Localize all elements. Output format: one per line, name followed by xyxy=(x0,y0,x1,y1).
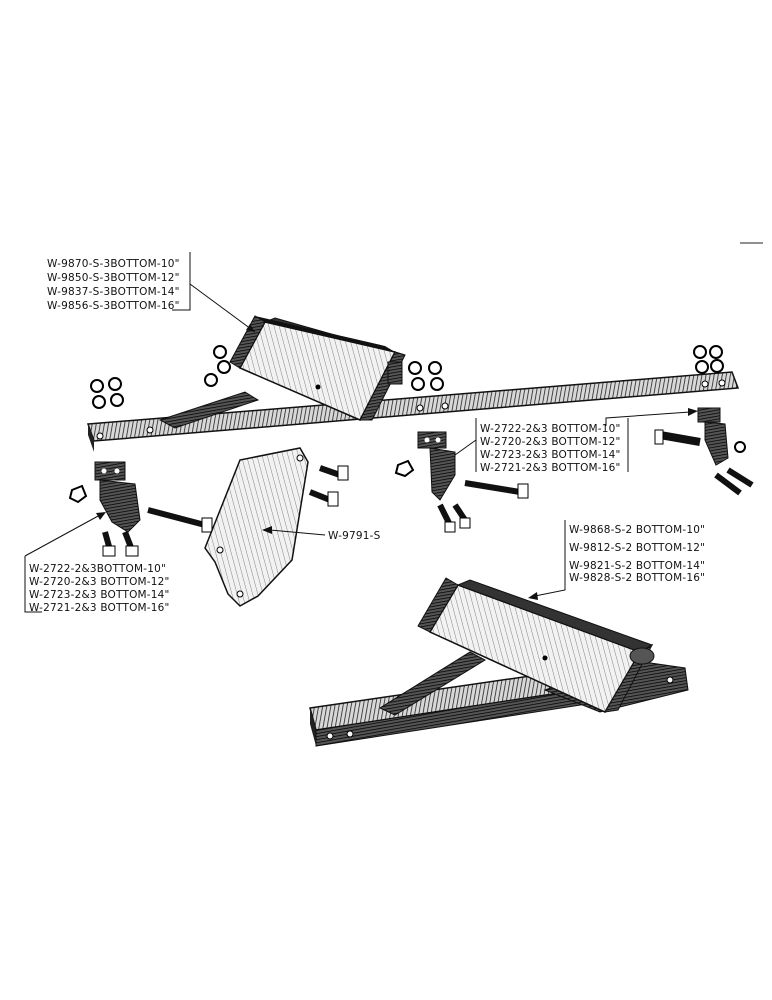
left-clamp xyxy=(68,461,141,533)
callout-line: W-2722-2&3BOTTOM-10" xyxy=(29,563,166,575)
callout-plate: W-9791-S xyxy=(328,530,381,542)
leader-plate xyxy=(269,529,326,536)
callout-line: W-2723-2&3 BOTTOM-14" xyxy=(480,449,621,461)
callout-right-clamp: W-2722-2&3 BOTTOM-10" W-2720-2&3 BOTTOM-… xyxy=(475,418,629,474)
nut-washer-set-center xyxy=(204,345,444,391)
callout-line: W-9870-S-3BOTTOM-10" xyxy=(47,258,180,270)
nut-washer-set-right xyxy=(693,345,724,374)
leader-three-bottom xyxy=(189,283,256,333)
leader-right-clamp-center xyxy=(454,439,477,456)
callout-three-bottom-hitch: W-9870-S-3BOTTOM-10" W-9850-S-3BOTTOM-12… xyxy=(47,252,191,312)
upper-diagonal-brace xyxy=(158,391,260,429)
right-clamp-far xyxy=(654,407,754,496)
leader-right-clamp xyxy=(605,411,691,426)
callout-two-bottom-hitch: W-9868-S-2 BOTTOM-10" W-9812-S-2 BOTTOM-… xyxy=(564,520,705,584)
right-clamp-center xyxy=(394,431,456,501)
three-bottom-hitch-bracket xyxy=(229,315,406,421)
plate-part-number: W-9791-S xyxy=(328,530,381,542)
main-drawbar xyxy=(86,371,740,452)
callout-line: W-2721-2&3 BOTTOM-16" xyxy=(29,602,170,614)
bolt-set-left xyxy=(102,507,213,557)
nut-washer-set-left xyxy=(90,377,124,409)
callout-line: W-2723-2&3 BOTTOM-14" xyxy=(29,589,170,601)
callout-line: W-2722-2&3 BOTTOM-10" xyxy=(480,423,621,435)
callout-line: W-9850-S-3BOTTOM-12" xyxy=(47,272,180,284)
callout-line: W-9812-S-2 BOTTOM-12" xyxy=(569,542,705,554)
callout-line: W-9837-S-3BOTTOM-14" xyxy=(47,286,180,298)
plate-bolts xyxy=(308,465,349,507)
callout-line: W-9828-S-2 BOTTOM-16" xyxy=(569,572,705,584)
two-bottom-hitch-bracket xyxy=(417,577,655,713)
bolt-set-center xyxy=(437,480,529,533)
leader-left-clamp xyxy=(24,514,101,557)
callout-line: W-2720-2&3 BOTTOM-12" xyxy=(29,576,170,588)
mounting-plate xyxy=(204,447,309,607)
callout-left-clamp: W-2722-2&3BOTTOM-10" W-2720-2&3 BOTTOM-1… xyxy=(24,556,170,614)
leader-two-bottom xyxy=(534,560,566,597)
callout-line: W-9868-S-2 BOTTOM-10" xyxy=(569,524,705,536)
callout-line: W-9821-S-2 BOTTOM-14" xyxy=(569,560,705,572)
callout-line: W-9856-S-3BOTTOM-16" xyxy=(47,300,180,312)
callout-line: W-2720-2&3 BOTTOM-12" xyxy=(480,436,621,448)
callout-line: W-2721-2&3 BOTTOM-16" xyxy=(480,462,621,474)
